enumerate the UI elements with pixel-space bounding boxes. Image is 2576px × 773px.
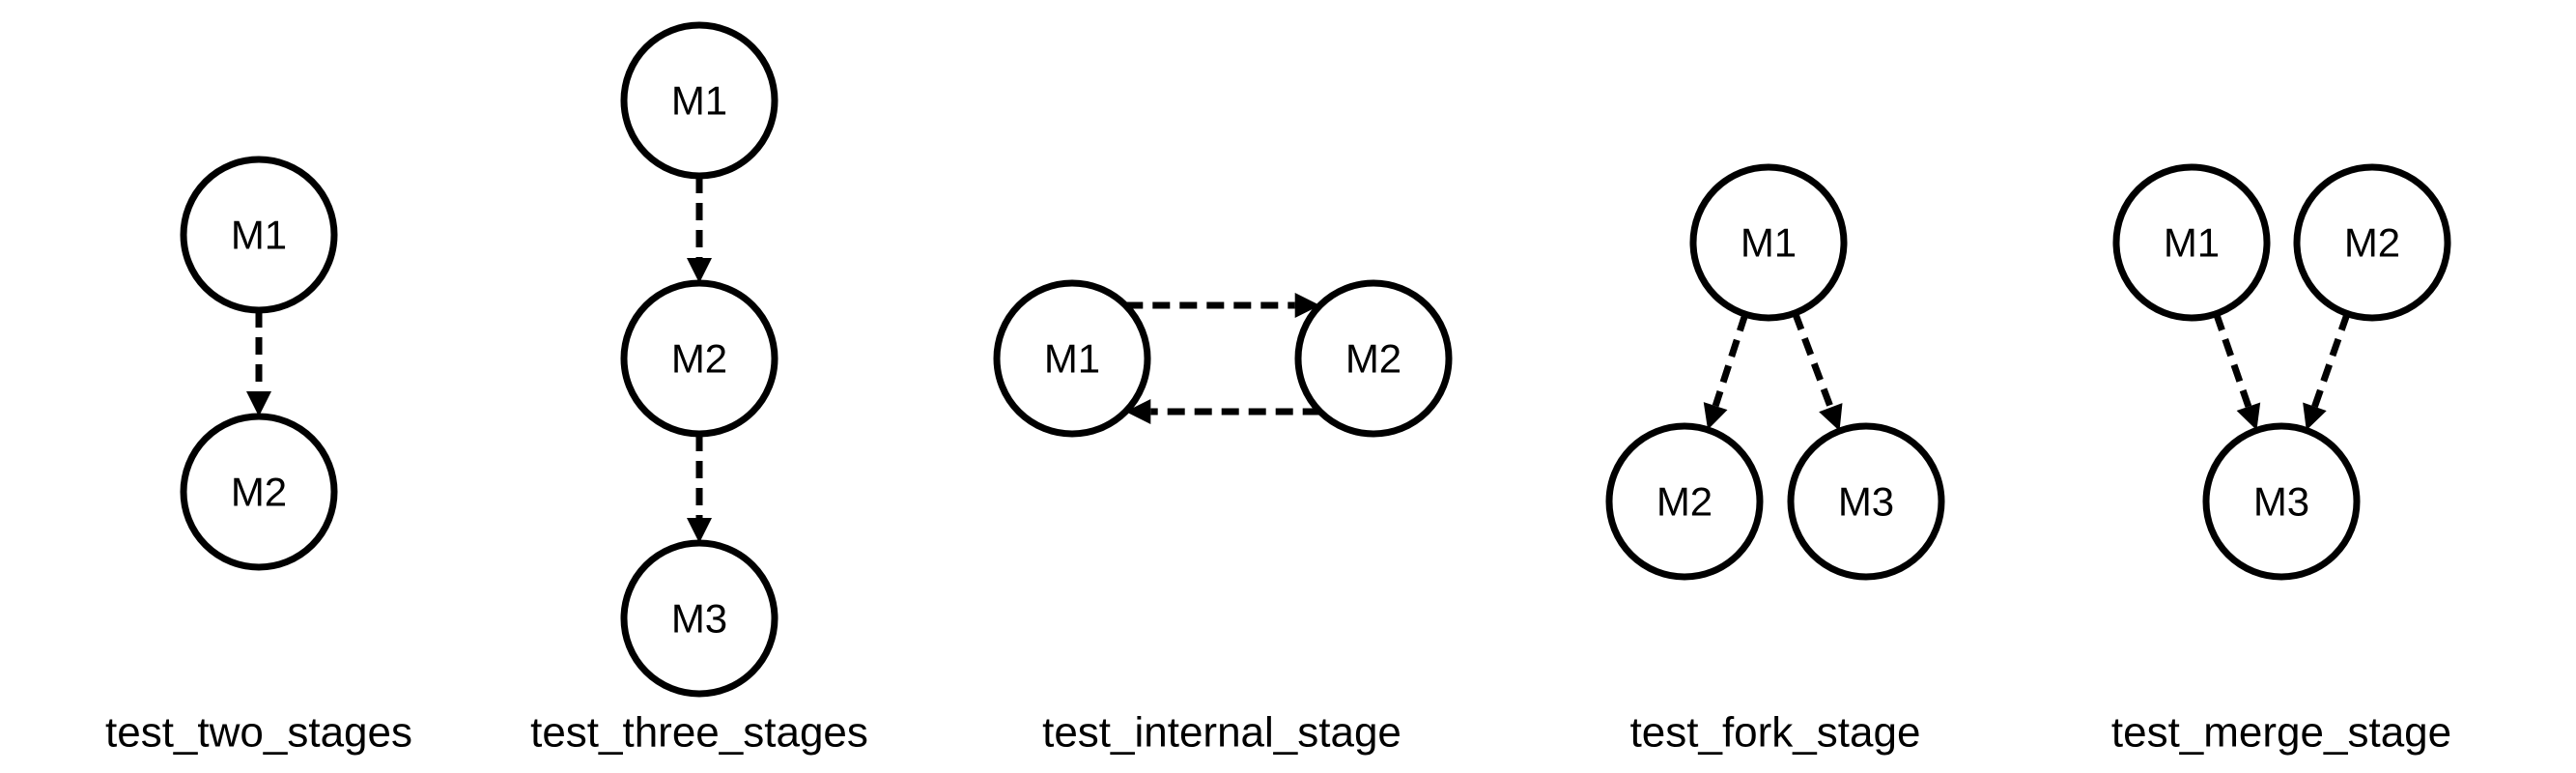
node-label: M3 (1838, 479, 1894, 525)
node-m1: M1 (180, 156, 338, 314)
node-m2: M2 (1605, 422, 1764, 581)
diagram-caption: test_three_stages (530, 709, 868, 757)
node-circle (2112, 163, 2271, 322)
node-circle (180, 413, 338, 571)
node-m3: M3 (1787, 422, 1945, 581)
node-label: M1 (1044, 336, 1100, 382)
node-circle (620, 21, 778, 180)
arrow-head-1-1 (246, 391, 271, 416)
node-m2: M2 (620, 279, 778, 438)
node-m2: M2 (180, 413, 338, 571)
diagram-caption: test_merge_stage (2111, 709, 2451, 757)
node-circle (620, 279, 778, 438)
node-label: M2 (1345, 336, 1401, 382)
node-label: M1 (231, 213, 287, 258)
diagram-caption: test_two_stages (105, 709, 412, 757)
arrow-head-5-1 (2236, 402, 2261, 431)
arrow-head-5-2 (2303, 402, 2327, 431)
node-circle (993, 279, 1151, 438)
node-circle (180, 156, 338, 314)
node-m1: M1 (1689, 163, 1848, 322)
node-circle (620, 539, 778, 698)
node-circle (2293, 163, 2451, 322)
node-label: M3 (671, 596, 727, 642)
node-m1: M1 (620, 21, 778, 180)
node-label: M2 (1656, 479, 1713, 525)
node-m3: M3 (620, 539, 778, 698)
node-m1: M1 (993, 279, 1151, 438)
node-circle (2202, 422, 2361, 581)
node-circle (1689, 163, 1848, 322)
edge-line-5-2 (2311, 312, 2351, 409)
arrow-head-4-2 (1819, 403, 1843, 432)
node-label: M1 (1741, 220, 1797, 266)
diagram-caption: test_internal_stage (1042, 709, 1401, 757)
node-label: M2 (2344, 220, 2400, 266)
node-label: M1 (671, 78, 727, 124)
edge-line-4-1 (1712, 313, 1749, 408)
arrow-head-3-2 (1125, 399, 1151, 424)
diagram-3: M1 M2 test_internal_stage (993, 279, 1453, 757)
node-m3: M3 (2202, 422, 2361, 581)
node-circle (1605, 422, 1764, 581)
node-m1: M1 (2112, 163, 2271, 322)
node-label: M2 (231, 470, 287, 515)
node-label: M2 (671, 336, 727, 382)
node-circle (1294, 279, 1453, 438)
arrow-head-3-1 (1294, 293, 1320, 318)
edge-line-5-1 (2213, 312, 2252, 408)
node-label: M1 (2164, 220, 2220, 266)
node-m2: M2 (1294, 279, 1453, 438)
arrow-head-2-1 (687, 258, 712, 283)
edge-line-4-2 (1792, 311, 1834, 409)
node-m2: M2 (2293, 163, 2451, 322)
arrow-head-4-1 (1703, 402, 1728, 430)
diagram-caption: test_fork_stage (1630, 709, 1921, 757)
arrow-head-2-2 (687, 518, 712, 543)
node-label: M3 (2253, 479, 2309, 525)
node-circle (1787, 422, 1945, 581)
